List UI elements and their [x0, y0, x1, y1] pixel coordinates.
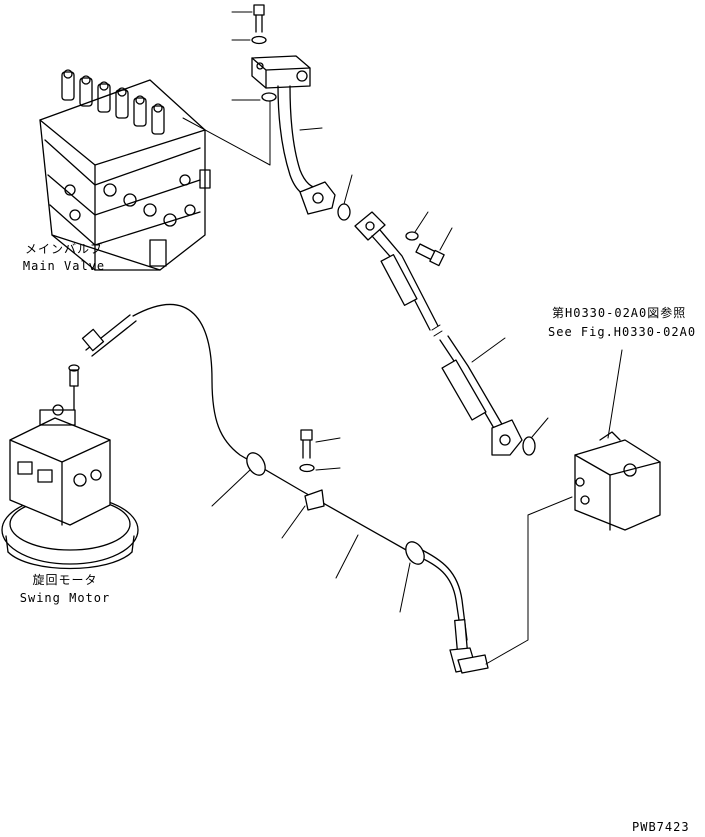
swing-motor-illustration [1, 364, 139, 570]
hose-clamp-b [281, 489, 325, 539]
swing-hose-leader [335, 534, 359, 579]
swing-motor-label-jp: 旋回モータ [32, 573, 98, 587]
clamp-washer [299, 463, 341, 473]
reference-label-en: See Fig.H0330-02A0 [548, 325, 697, 339]
swing-hose [81, 303, 489, 674]
swing-motor-label-en: Swing Motor [19, 591, 111, 605]
hose-clamp-c [399, 541, 425, 613]
upper-washer [231, 35, 267, 45]
upper-pipe [277, 85, 336, 215]
upper-flange-block [251, 55, 311, 89]
upper-o-ring [231, 92, 277, 102]
o-ring-b [522, 417, 549, 456]
diagonal-hose [354, 211, 523, 456]
reference-label-jp: 第H0330-02A0図参照 [552, 306, 687, 320]
main-valve-label-en: Main Valve [22, 259, 106, 273]
clamp-bolt [300, 429, 341, 459]
upper-bolt [231, 4, 265, 33]
right-valve-block [574, 431, 661, 531]
o-ring-a [337, 174, 353, 221]
main-valve-illustration [39, 69, 211, 271]
main-valve-label-jp: メインバルブ [24, 242, 103, 256]
pilot-line [485, 496, 573, 665]
hose-clamp-a [211, 452, 266, 507]
hose-washer [405, 211, 429, 241]
reference-leader [607, 349, 623, 439]
hose-bolt [415, 227, 453, 267]
drawing-number: PWB7423 [632, 820, 690, 834]
main-valve-leader-line [182, 94, 271, 166]
